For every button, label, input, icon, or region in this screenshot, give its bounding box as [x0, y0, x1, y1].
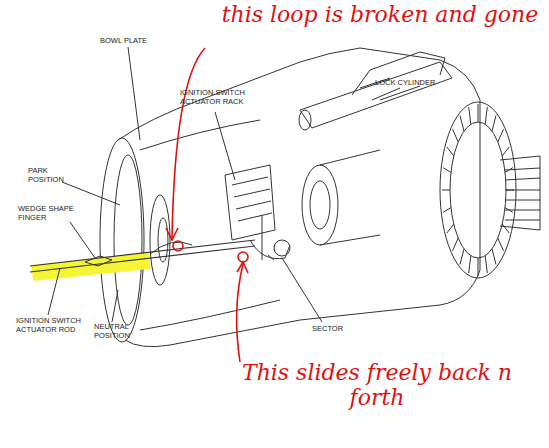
part-label: IGNITION SWITCH ACTUATOR ROD	[16, 316, 106, 334]
part-label: NEUTRAL POSITION	[94, 322, 148, 340]
part-label: PARK POSITION	[28, 166, 68, 184]
part-label: BOWL PLATE	[100, 36, 160, 45]
part-label: IGNITION SWITCH ACTUATOR RACK	[180, 88, 262, 106]
handwritten-note: this loop is broken and gone	[215, 2, 545, 27]
handwritten-note: This slides freely back n forth	[212, 360, 542, 411]
part-label: LOCK CYLINDER	[375, 78, 455, 87]
part-label: WEDGE SHAPE FINGER	[18, 204, 76, 222]
part-label: SECTOR	[312, 324, 352, 333]
